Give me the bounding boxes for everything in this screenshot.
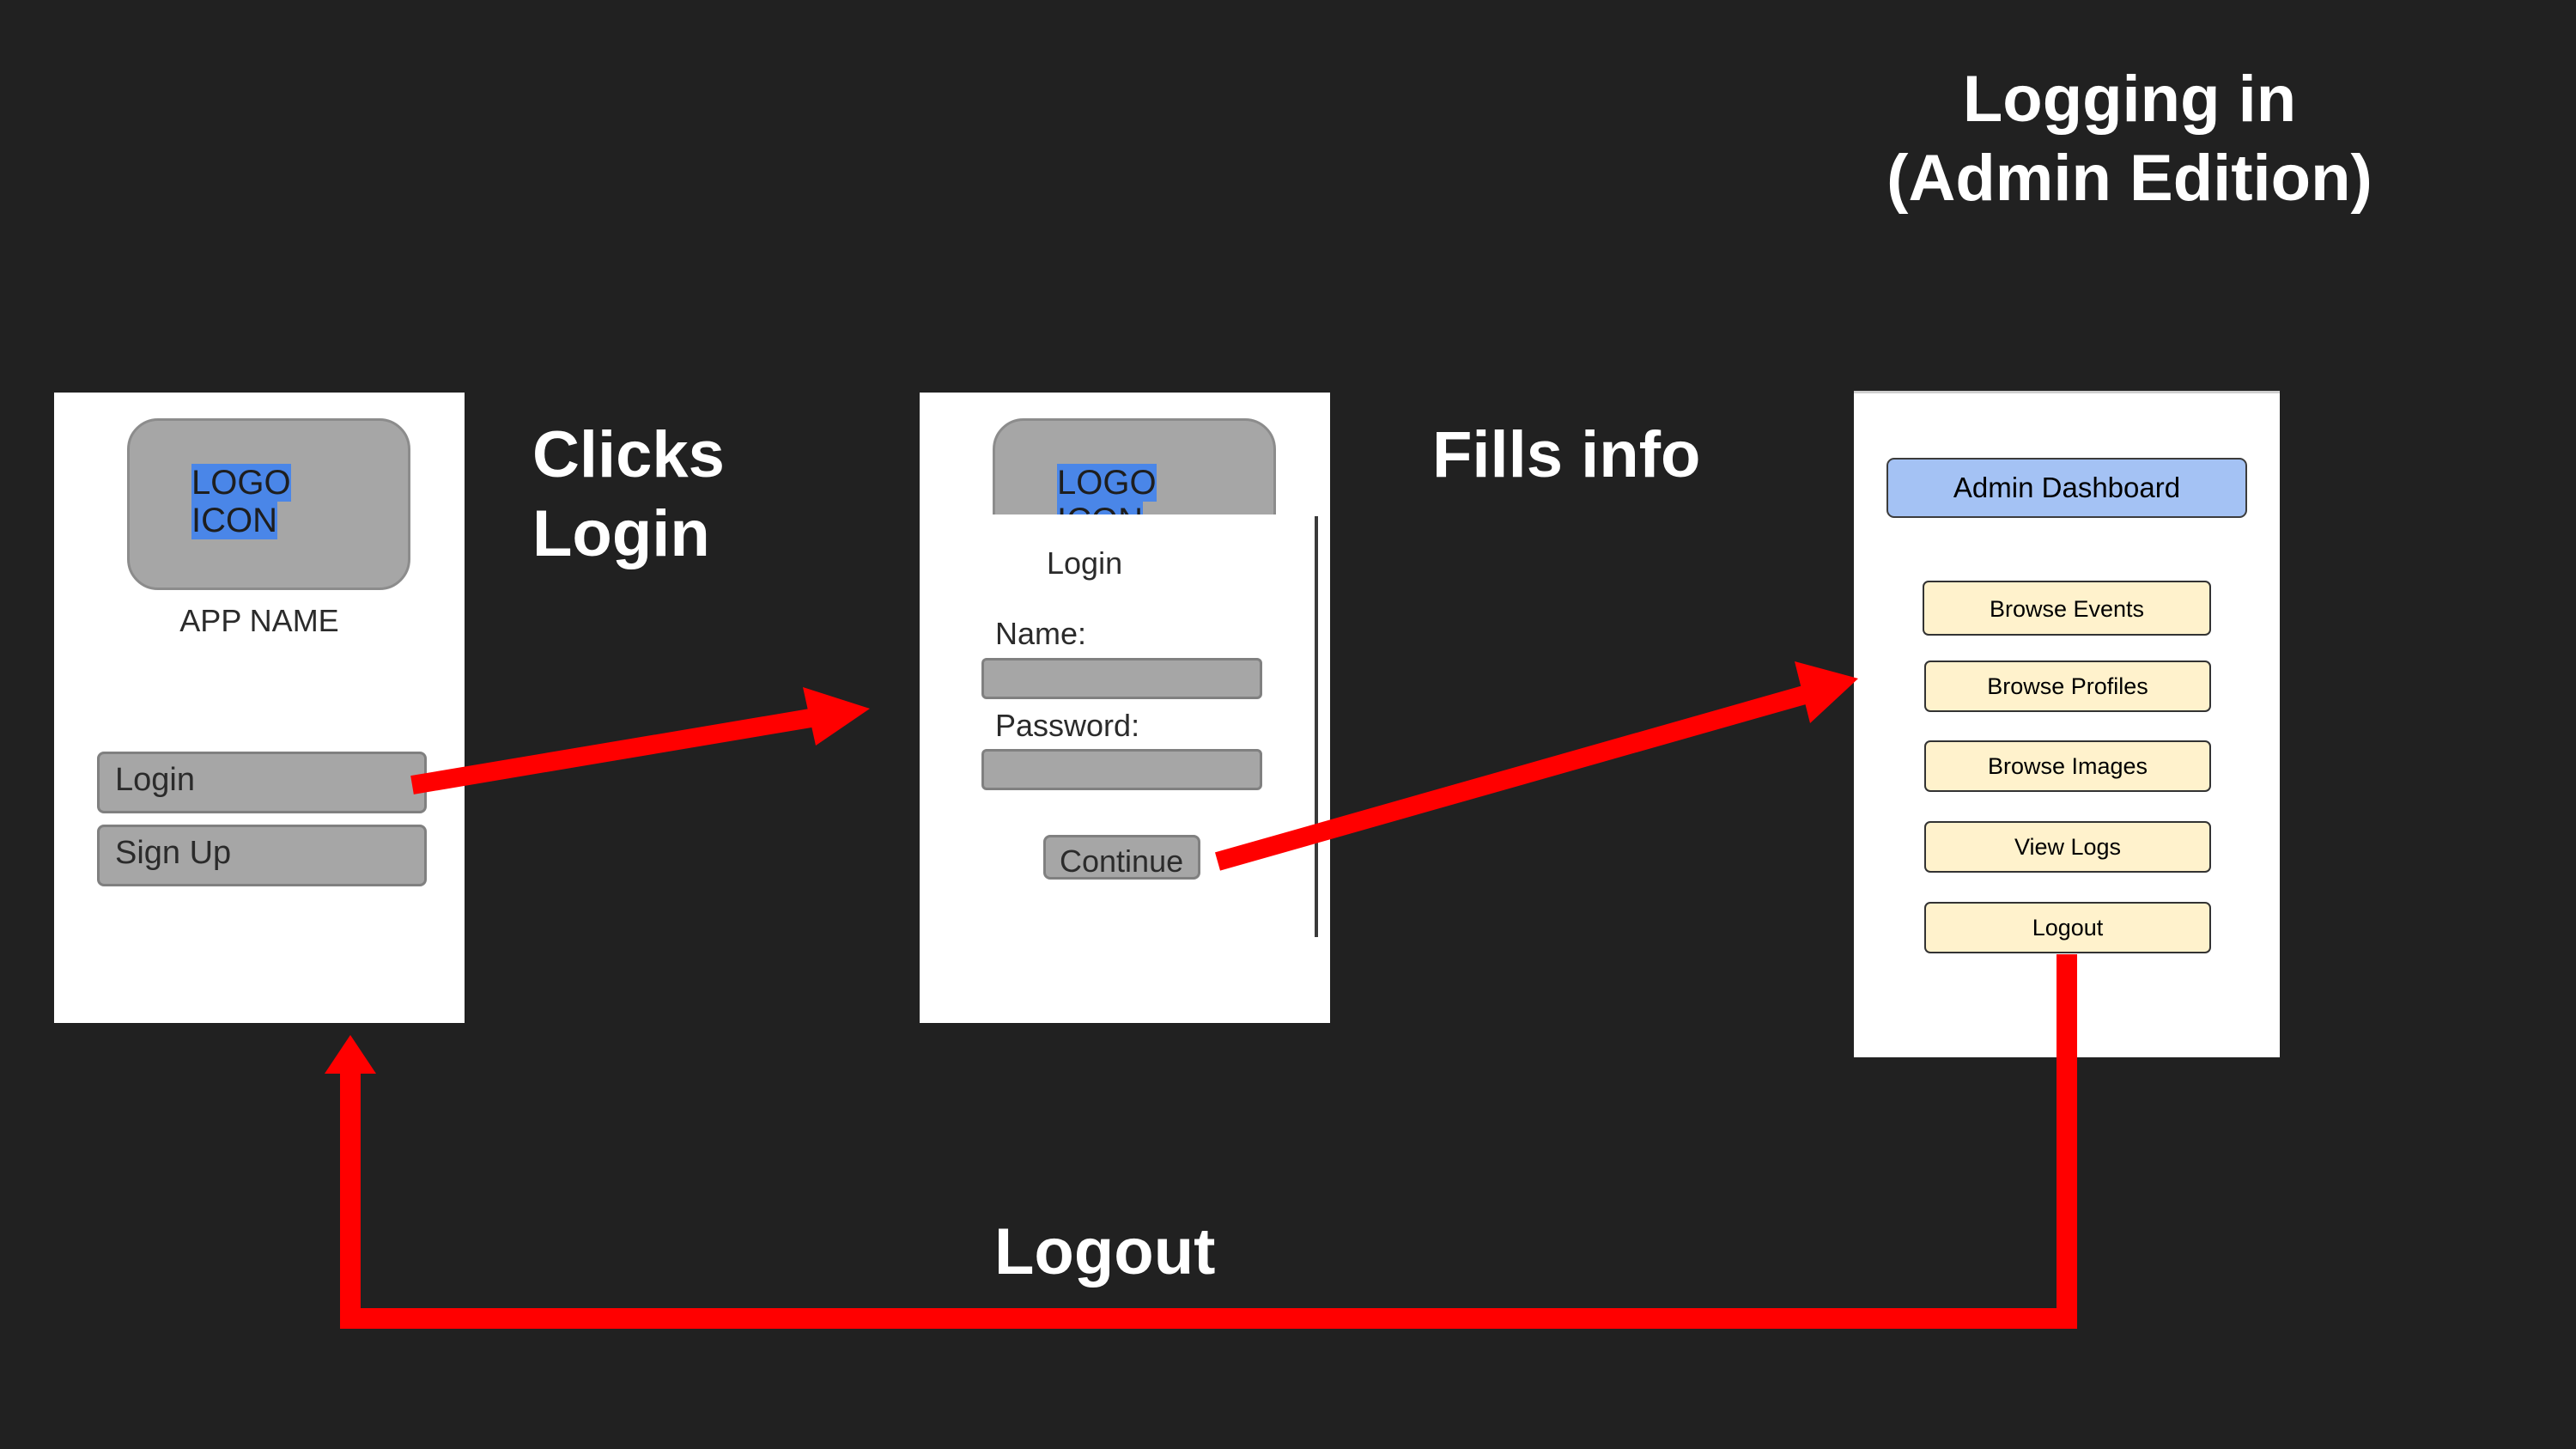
password-input[interactable] [981,749,1262,790]
name-label: Name: [995,616,1087,651]
signup-button[interactable]: Sign Up [97,825,427,886]
login-heading: Login [1047,545,1123,581]
transition-label-logout: Logout [994,1215,1216,1288]
view-logs-button[interactable]: View Logs [1924,821,2211,873]
logo-placeholder: LOGO ICON [127,418,410,590]
logo-text-line1: LOGO [1057,464,1157,502]
login-button[interactable]: Login [97,752,427,813]
admin-dashboard-header: Admin Dashboard [1886,458,2247,518]
login-modal: Login Name: Password: Continue [920,514,1330,1023]
logout-button[interactable]: Logout [1924,902,2211,953]
login-screen-mockup: LOGO ICON Login Name: Password: Continue [920,393,1330,1023]
arrow-clicks-login [410,687,870,795]
transition-label-clicks-login: Clicks Login [532,418,725,570]
start-screen-mockup: LOGO ICON APP NAME Login Sign Up [54,393,465,1023]
browse-profiles-button[interactable]: Browse Profiles [1924,661,2211,712]
app-name: APP NAME [179,603,339,638]
name-input[interactable] [981,658,1262,699]
arrow-fills-info [1214,661,1858,871]
continue-button[interactable]: Continue [1043,835,1200,880]
arrow-logout [325,954,2077,1329]
password-label: Password: [995,708,1140,743]
admin-dashboard-mockup: Admin Dashboard Browse Events Browse Pro… [1854,391,2280,1057]
browse-events-button[interactable]: Browse Events [1923,581,2211,636]
diagram-title: Logging in (Admin Edition) [1886,63,2372,215]
logo-text-line1: LOGO [191,464,291,502]
transition-label-fills-info: Fills info [1432,418,1701,491]
logo-text-line2: ICON [191,502,277,539]
browse-images-button[interactable]: Browse Images [1924,740,2211,792]
modal-divider [1315,516,1318,937]
